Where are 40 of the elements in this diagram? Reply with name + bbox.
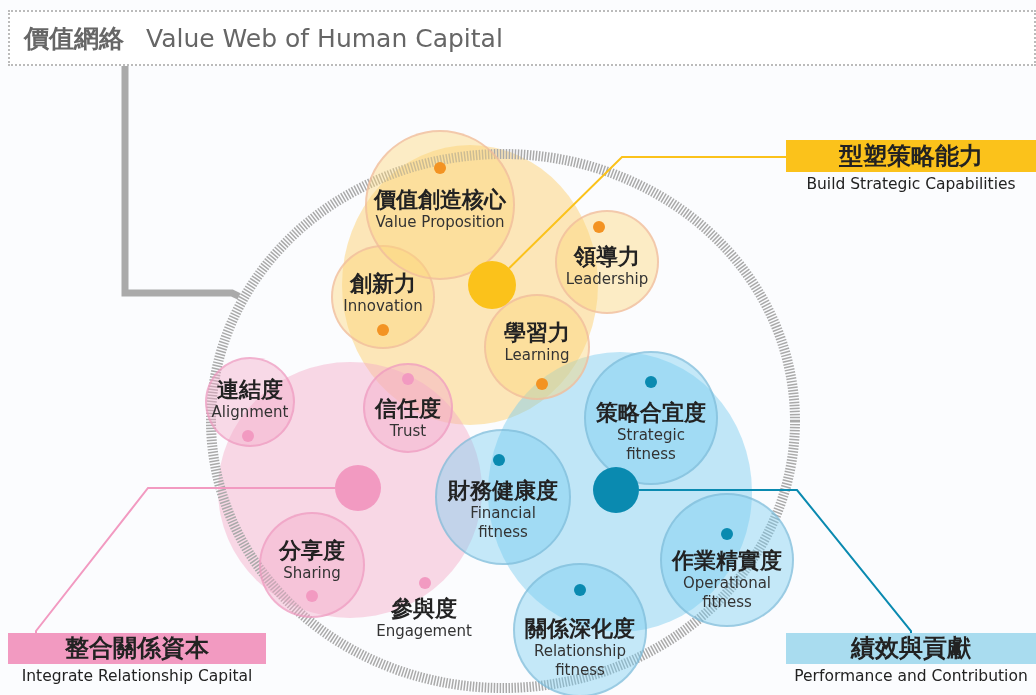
skill-subtitle: Value Proposition [375, 212, 505, 232]
skill-name: 價值創造核心 [374, 186, 506, 213]
skill-name: 分享度 [279, 537, 345, 564]
skill-name: 關係深化度 [525, 616, 635, 642]
category-subtitle: Performance and Contribution [793, 667, 1029, 685]
skill-name: 領導力 [574, 243, 640, 270]
skill-subtitle: Innovation [343, 296, 423, 316]
category-subtitle: Integrate Relationship Capital [20, 667, 254, 685]
skill-name: 學習力 [504, 319, 570, 346]
category-subtitle: Build Strategic Capabilities [805, 175, 1017, 193]
title-text: 價值網絡 [24, 22, 124, 55]
skill-subtitle: Strategic fitness [616, 426, 686, 464]
hatched-connector [121, 66, 241, 300]
category-heading: 型塑策略能力 [786, 140, 1036, 172]
skill-name: 參與度 [391, 595, 457, 622]
skill-subtitle: Financial fitness [469, 504, 537, 542]
skill-subtitle: Leadership [565, 269, 649, 289]
skill-name: 信任度 [375, 395, 441, 422]
title-subtitle: Value Web of Human Capital [146, 23, 503, 53]
skill-subtitle: Sharing [283, 563, 341, 583]
skill-name: 作業精實度 [672, 548, 782, 574]
title-box [8, 10, 1036, 66]
skill-name: 財務健康度 [448, 478, 558, 504]
hub-dot [593, 467, 639, 513]
hub-dot [468, 261, 516, 309]
skill-subtitle: Engagement [376, 621, 472, 641]
skill-name: 策略合宜度 [596, 400, 706, 426]
skill-name: 連結度 [217, 376, 283, 403]
category-heading: 整合關係資本 [8, 633, 266, 664]
skill-subtitle: Learning [504, 345, 570, 365]
skill-name: 創新力 [350, 270, 416, 297]
leader-line [35, 487, 336, 634]
category-heading: 績效與貢獻 [786, 633, 1036, 664]
leader-line [638, 489, 912, 634]
skill-subtitle: Alignment [211, 402, 289, 422]
skill-subtitle: Trust [389, 421, 427, 441]
skill-subtitle: Operational fitness [682, 574, 772, 612]
skill-subtitle: Relationship fitness [532, 642, 628, 680]
leader-line [508, 156, 787, 270]
hub-dot [335, 465, 381, 511]
